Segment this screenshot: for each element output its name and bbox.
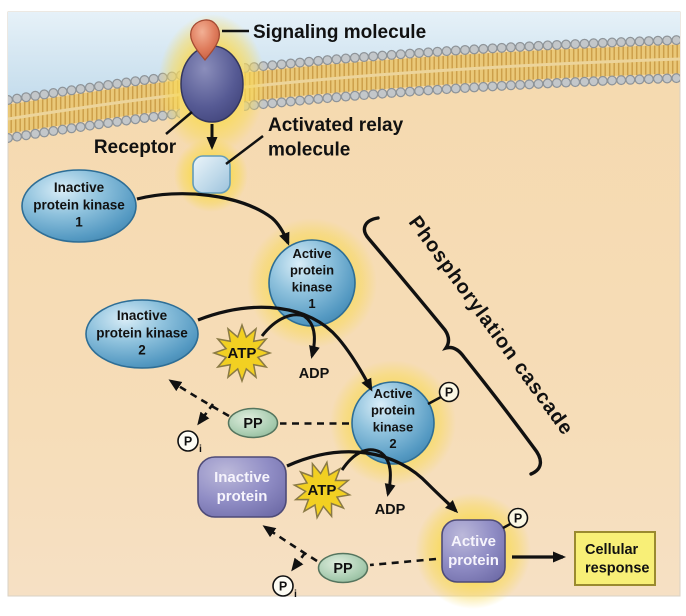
protein-to-pp-dashed-line [369, 557, 437, 567]
kinase2-activation-arrow [197, 305, 373, 392]
relay-pointer [225, 135, 264, 165]
cascade-brace [362, 216, 543, 476]
atp1-star [211, 322, 273, 384]
receptor-pointer [165, 111, 193, 135]
pi2-subscript: i [294, 588, 297, 600]
pi1-subscript: i [199, 443, 202, 455]
adp2-arrow [379, 450, 396, 497]
phosphatase2-label: PP [333, 561, 353, 577]
atp2-bounce-curve [340, 448, 381, 471]
pi2-circle [272, 575, 294, 597]
active-protein-kinase-2-shape [351, 381, 435, 465]
inactive-protein-shape [197, 456, 287, 518]
pi2-label: P [279, 580, 287, 594]
phosphatase1-label: PP [243, 416, 263, 432]
protein-activation-arrow [286, 450, 459, 514]
inactive-protein-kinase-1-shape [21, 169, 137, 243]
atp2-star [292, 460, 352, 520]
pp-to-inactive-protein-dashed-arrow [262, 525, 318, 563]
active-protein-shape [441, 519, 506, 583]
phosphatase2-shape [317, 552, 369, 584]
atp2-label: ATP [308, 482, 337, 499]
atp1-bounce-curve [260, 313, 305, 337]
pi2-release-dashed-arrow [291, 552, 307, 572]
pk2-phosphate-circle [438, 381, 460, 403]
pp-to-inactive-kinase2-dashed-arrow [168, 379, 230, 418]
pi1-release-dashed-arrow [197, 403, 215, 426]
relay-molecule-shape [192, 155, 231, 194]
adp2-label: ADP [375, 502, 406, 518]
adp1-label: ADP [299, 366, 330, 382]
cellular-response-box [574, 531, 656, 586]
pi1-label: P [184, 435, 192, 449]
protein-phosphate-label: P [514, 512, 522, 526]
inactive-protein-kinase-2-shape [85, 299, 199, 369]
protein-phosphate-circle [507, 507, 529, 529]
signaling-molecule-label: Signaling molecule [253, 22, 426, 43]
kinase1-activation-arrow [136, 192, 290, 246]
receptor-shape [180, 45, 244, 123]
pk2-phosphate-bond [427, 395, 442, 406]
phosphatase1-shape [227, 407, 279, 439]
pi1-circle [177, 430, 199, 452]
signaling-molecule-shape [190, 19, 220, 62]
adp1-arrow [303, 314, 320, 359]
receptor-label: Receptor [94, 137, 177, 158]
atp1-label: ATP [228, 345, 257, 362]
pk2-phosphate-label: P [445, 386, 453, 400]
